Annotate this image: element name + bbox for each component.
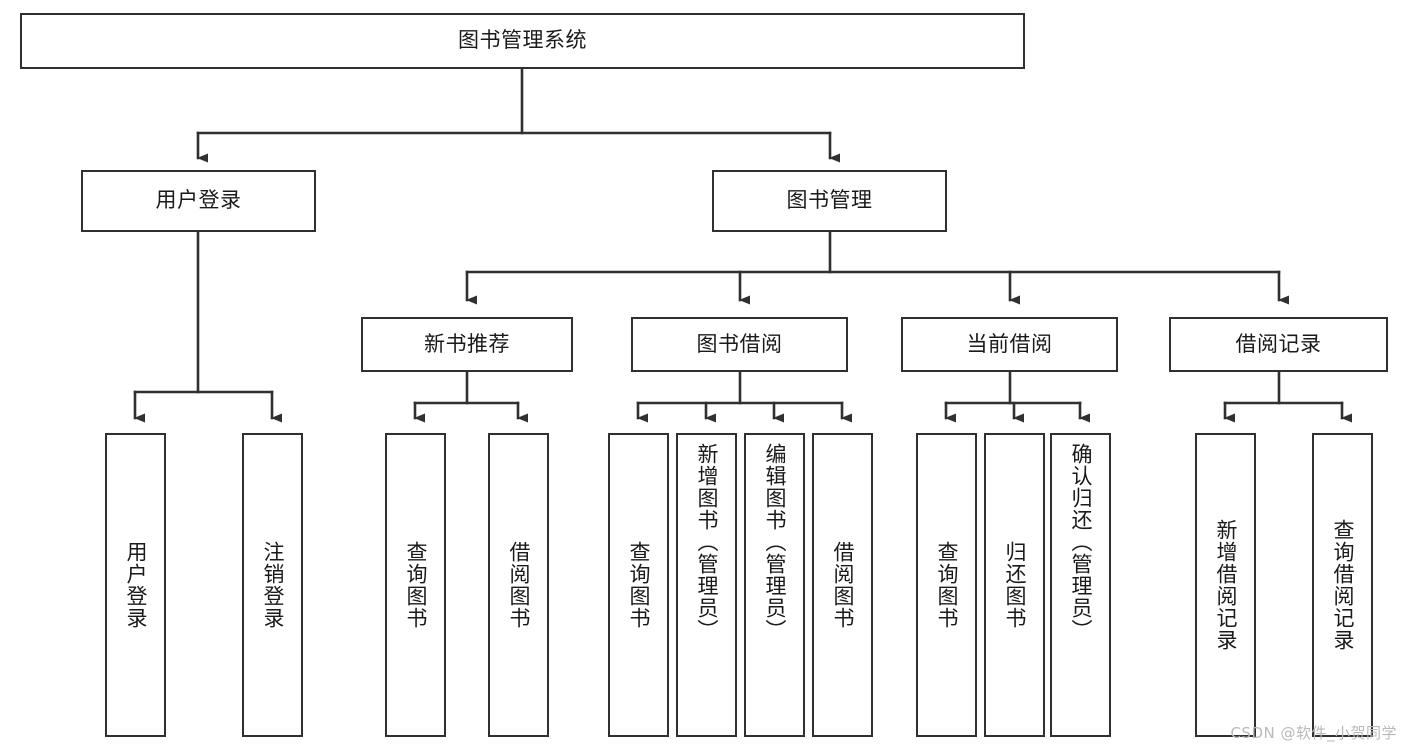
node-user-login-label: 用户登录 <box>155 188 242 213</box>
node-current-borrow[interactable]: 当前借阅 <box>901 317 1118 372</box>
leaf-record-query-record-label: 查询借阅记录 <box>1330 519 1355 651</box>
leaf-record-query-record[interactable]: 查询借阅记录 <box>1312 433 1373 737</box>
node-borrow-record-label: 借阅记录 <box>1235 331 1322 356</box>
leaf-borrow-borrow-book[interactable]: 借阅图书 <box>812 433 873 737</box>
leaf-current-confirm-return-admin-label: 确认归还（管理员） <box>1068 443 1093 641</box>
leaf-current-query-book-label: 查询图书 <box>934 541 959 629</box>
leaf-borrow-query-book[interactable]: 查询图书 <box>608 433 669 737</box>
leaf-record-add-record[interactable]: 新增借阅记录 <box>1195 433 1256 737</box>
leaf-current-return-book-label: 归还图书 <box>1002 541 1027 629</box>
node-new-book-recommend[interactable]: 新书推荐 <box>361 317 573 372</box>
leaf-user-login-signin-label: 用户登录 <box>123 541 148 629</box>
leaf-borrow-query-book-label: 查询图书 <box>626 541 651 629</box>
node-book-management[interactable]: 图书管理 <box>712 170 947 232</box>
leaf-new-book-query[interactable]: 查询图书 <box>385 433 446 737</box>
csdn-watermark: CSDN @软件_小贺同学 <box>1230 724 1397 742</box>
node-book-borrow-label: 图书借阅 <box>696 331 783 356</box>
leaf-current-return-book[interactable]: 归还图书 <box>984 433 1045 737</box>
leaf-borrow-edit-book-admin[interactable]: 编辑图书（管理员） <box>744 433 805 737</box>
leaf-borrow-borrow-book-label: 借阅图书 <box>830 541 855 629</box>
node-new-book-recommend-label: 新书推荐 <box>424 331 510 356</box>
node-current-borrow-label: 当前借阅 <box>966 331 1053 356</box>
leaf-user-login-signout[interactable]: 注销登录 <box>242 433 303 737</box>
leaf-new-book-borrow[interactable]: 借阅图书 <box>488 433 549 737</box>
node-book-borrow[interactable]: 图书借阅 <box>631 317 848 372</box>
leaf-borrow-add-book-admin[interactable]: 新增图书（管理员） <box>676 433 737 737</box>
leaf-new-book-borrow-label: 借阅图书 <box>506 541 531 629</box>
node-root-book-management-system[interactable]: 图书管理系统 <box>20 13 1025 69</box>
node-root-label: 图书管理系统 <box>458 28 587 53</box>
leaf-current-query-book[interactable]: 查询图书 <box>916 433 977 737</box>
leaf-user-login-signin[interactable]: 用户登录 <box>105 433 166 737</box>
node-user-login[interactable]: 用户登录 <box>81 170 316 232</box>
leaf-borrow-add-book-admin-label: 新增图书（管理员） <box>694 443 719 641</box>
leaf-new-book-query-label: 查询图书 <box>403 541 428 629</box>
leaf-user-login-signout-label: 注销登录 <box>260 541 285 629</box>
leaf-record-add-record-label: 新增借阅记录 <box>1213 519 1238 651</box>
node-borrow-record[interactable]: 借阅记录 <box>1169 317 1388 372</box>
leaf-current-confirm-return-admin[interactable]: 确认归还（管理员） <box>1050 433 1111 737</box>
node-book-management-label: 图书管理 <box>786 188 873 213</box>
leaf-borrow-edit-book-admin-label: 编辑图书（管理员） <box>762 443 787 641</box>
